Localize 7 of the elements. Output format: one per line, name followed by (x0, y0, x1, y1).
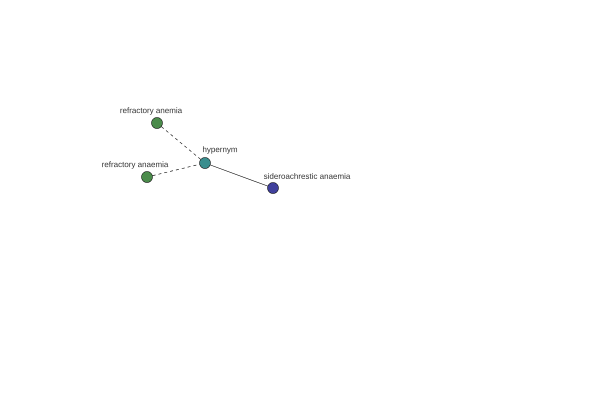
node-label: sideroachrestic anaemia (264, 173, 350, 179)
connector-line (161, 126, 201, 160)
node-label: hypernym (203, 146, 238, 154)
connector-line (152, 164, 200, 176)
connector-line (210, 164, 268, 186)
node-label: refractory anaemia (102, 161, 168, 169)
node-label: refractory anemia (120, 107, 182, 115)
